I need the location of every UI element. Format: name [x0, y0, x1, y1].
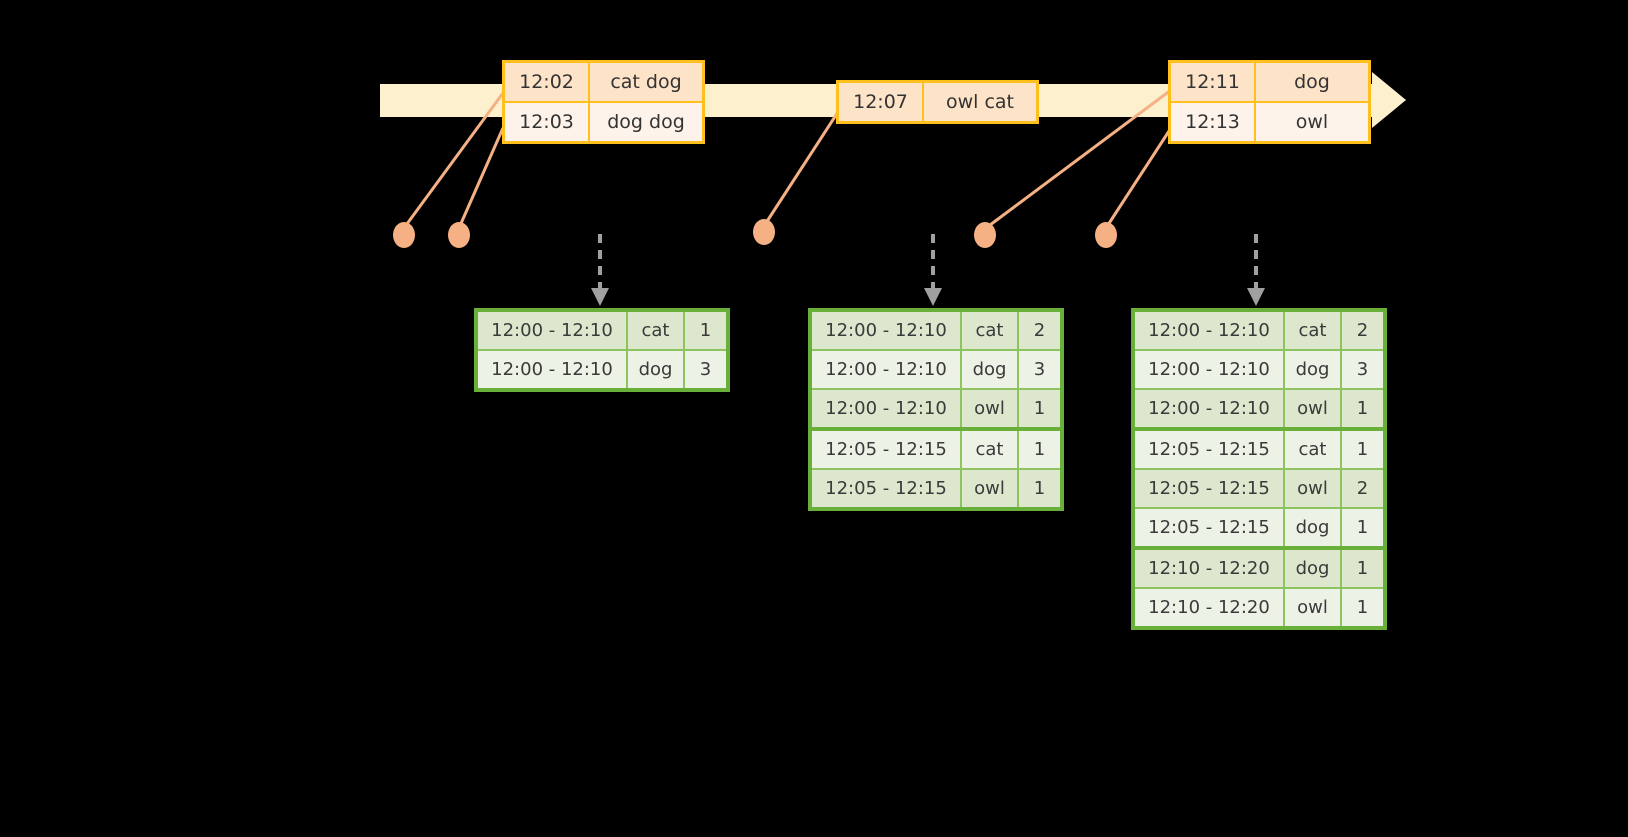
cell-count: 1	[1342, 550, 1383, 587]
cell-count: 2	[1019, 312, 1060, 349]
cell-word: cat	[962, 431, 1019, 468]
cell-word: dog	[1285, 509, 1342, 546]
cell-count: 2	[1342, 470, 1383, 507]
cell-window: 12:00 - 12:10	[1135, 390, 1285, 427]
cell-count: 2	[1342, 312, 1383, 349]
event-words: owl	[1256, 103, 1368, 141]
cell-window: 12:00 - 12:10	[1135, 312, 1285, 349]
cell-window: 12:05 - 12:15	[1135, 431, 1285, 468]
cell-word: owl	[1285, 470, 1342, 507]
cell-word: cat	[962, 312, 1019, 349]
event-marker-4	[974, 222, 996, 248]
cell-count: 1	[685, 312, 726, 349]
event-words: owl cat	[924, 83, 1036, 121]
cell-count: 1	[1342, 589, 1383, 626]
cell-count: 1	[1342, 390, 1383, 427]
cell-window: 12:00 - 12:10	[812, 312, 962, 349]
connector-line-2	[457, 127, 505, 229]
cell-word: cat	[1285, 312, 1342, 349]
cell-window: 12:00 - 12:10	[478, 351, 628, 388]
event-time: 12:13	[1171, 103, 1256, 141]
event-time: 12:11	[1171, 63, 1256, 101]
cell-count: 1	[1342, 509, 1383, 546]
cell-window: 12:05 - 12:15	[1135, 470, 1285, 507]
cell-window: 12:00 - 12:10	[478, 312, 628, 349]
down-arrow-3	[1247, 234, 1265, 306]
timeline-arrow-head	[1372, 72, 1406, 128]
event-time: 12:03	[505, 103, 590, 141]
event-marker-2	[448, 222, 470, 248]
cell-word: dog	[628, 351, 685, 388]
cell-window: 12:00 - 12:10	[812, 390, 962, 427]
cell-window: 12:10 - 12:20	[1135, 550, 1285, 587]
cell-count: 1	[1019, 390, 1060, 427]
cell-word: owl	[1285, 390, 1342, 427]
event-marker-1	[393, 222, 415, 248]
event-words: cat dog	[590, 63, 702, 101]
cell-window: 12:00 - 12:10	[812, 351, 962, 388]
cell-word: dog	[1285, 351, 1342, 388]
cell-window: 12:05 - 12:15	[1135, 509, 1285, 546]
event-time: 12:07	[839, 83, 924, 121]
event-words: dog	[1256, 63, 1368, 101]
cell-count: 1	[1019, 470, 1060, 507]
cell-word: owl	[962, 470, 1019, 507]
down-arrow-1	[591, 234, 609, 306]
event-marker-5	[1095, 222, 1117, 248]
connector-line-5	[1104, 127, 1173, 229]
cell-word: owl	[1285, 589, 1342, 626]
cell-window: 12:05 - 12:15	[812, 431, 962, 468]
cell-count: 3	[1019, 351, 1060, 388]
down-arrow-2	[924, 234, 942, 306]
cell-word: cat	[1285, 431, 1342, 468]
cell-word: dog	[962, 351, 1019, 388]
cell-window: 12:00 - 12:10	[1135, 351, 1285, 388]
cell-word: owl	[962, 390, 1019, 427]
event-words: dog dog	[590, 103, 702, 141]
cell-count: 3	[1342, 351, 1383, 388]
cell-count: 3	[685, 351, 726, 388]
connector-line-3	[762, 111, 840, 227]
cell-count: 1	[1342, 431, 1383, 468]
cell-window: 12:05 - 12:15	[812, 470, 962, 507]
cell-window: 12:10 - 12:20	[1135, 589, 1285, 626]
cell-count: 1	[1019, 431, 1060, 468]
cell-word: cat	[628, 312, 685, 349]
event-marker-3	[753, 219, 775, 245]
cell-word: dog	[1285, 550, 1342, 587]
event-time: 12:02	[505, 63, 590, 101]
